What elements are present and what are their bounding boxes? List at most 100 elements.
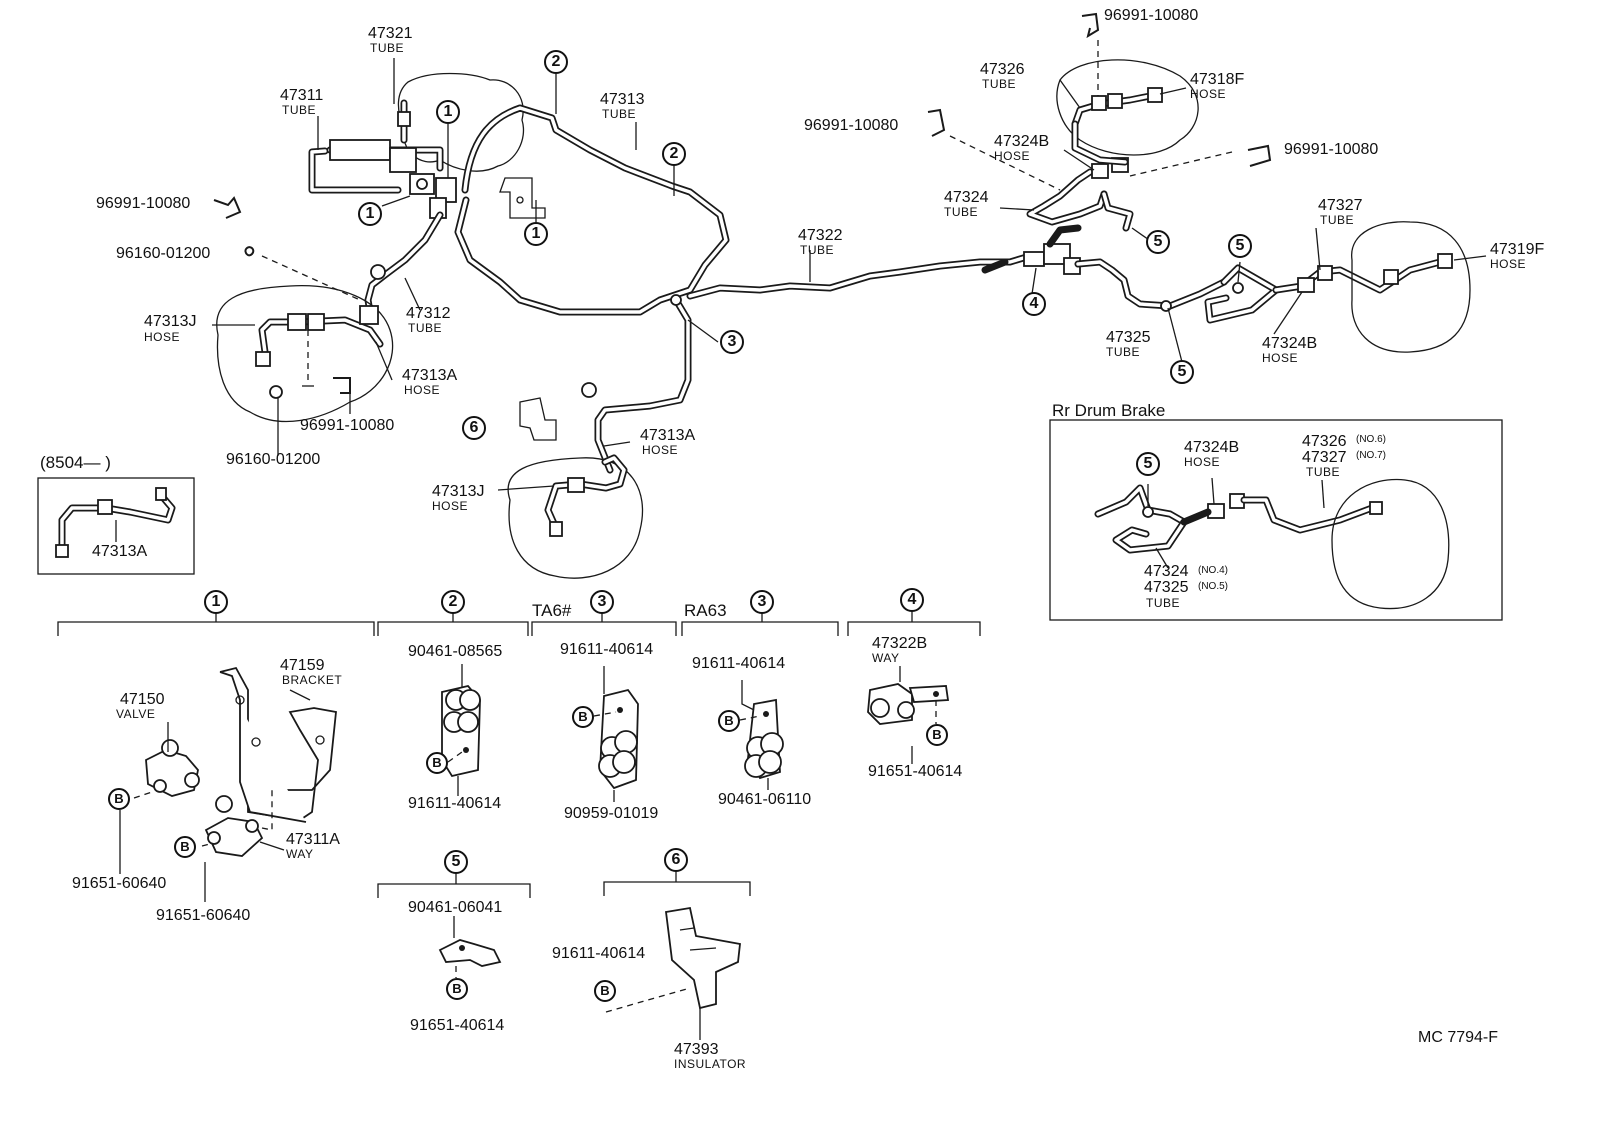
label-47322[interactable]: 47322: [798, 227, 843, 244]
front-left-assembly: [213, 72, 730, 423]
label-96160-a[interactable]: 96160-01200: [116, 245, 211, 262]
bolt-marker-g2[interactable]: B: [426, 752, 448, 774]
callout-4[interactable]: 4: [1022, 292, 1046, 316]
g1-label-91651-b[interactable]: 91651-60640: [156, 907, 251, 924]
label-47311-type: TUBE: [282, 103, 317, 117]
group-3a-parts: [593, 666, 639, 802]
g6-label-91611[interactable]: 91611-40614: [552, 945, 646, 962]
group-header-1[interactable]: 1: [204, 590, 228, 614]
group-2-parts: [441, 664, 481, 796]
rr-label-47326-no: (NO.6): [1356, 434, 1386, 445]
label-47313[interactable]: 47313: [600, 91, 645, 108]
leader-lines: [115, 58, 1487, 569]
g1-label-91651-a[interactable]: 91651-60640: [72, 875, 167, 892]
rr-label-47325[interactable]: 47325: [1144, 579, 1189, 596]
label-47321[interactable]: 47321: [368, 25, 413, 42]
rr-label-47324B[interactable]: 47324B: [1184, 439, 1240, 456]
label-47313J-a[interactable]: 47313J: [144, 313, 197, 330]
g1-label-47159-type: BRACKET: [282, 673, 343, 687]
bolt-marker-g1-a[interactable]: B: [108, 788, 130, 810]
bolt-marker-g3a[interactable]: B: [572, 706, 594, 728]
label-47326-type: TUBE: [982, 77, 1017, 91]
label-47313A-a[interactable]: 47313A: [402, 367, 458, 384]
g2-label-90461[interactable]: 90461-08565: [408, 643, 503, 660]
g4-label-47322B[interactable]: 47322B: [872, 635, 928, 652]
label-47325-type: TUBE: [1106, 345, 1141, 359]
callout-3[interactable]: 3: [720, 330, 744, 354]
label-47327[interactable]: 47327: [1318, 197, 1363, 214]
bolt-marker-g5[interactable]: B: [446, 978, 468, 1000]
callout-5-a[interactable]: 5: [1146, 230, 1170, 254]
label-96991-a[interactable]: 96991-10080: [96, 195, 191, 212]
label-47313A-inset[interactable]: 47313A: [92, 543, 148, 560]
label-47313A-b-type: HOSE: [642, 443, 679, 457]
label-47318F[interactable]: 47318F: [1190, 71, 1245, 88]
group-header-5[interactable]: 5: [444, 850, 468, 874]
bolt-marker-g1-b[interactable]: B: [174, 836, 196, 858]
callout-2-b[interactable]: 2: [662, 142, 686, 166]
label-96991-b[interactable]: 96991-10080: [300, 417, 395, 434]
label-47324[interactable]: 47324: [944, 189, 989, 206]
group-3b-parts: [739, 680, 784, 790]
g5-label-90461[interactable]: 90461-06041: [408, 899, 503, 916]
callout-1-b[interactable]: 1: [358, 202, 382, 226]
group-header-3-ta6[interactable]: 3: [590, 590, 614, 614]
label-47313J-b[interactable]: 47313J: [432, 483, 485, 500]
label-47322-type: TUBE: [800, 243, 835, 257]
g3b-label-90461[interactable]: 90461-06110: [718, 791, 812, 808]
rr-label-47326[interactable]: 47326: [1302, 433, 1347, 450]
rr-label-47327[interactable]: 47327: [1302, 449, 1347, 466]
g3a-label-90959[interactable]: 90959-01019: [564, 805, 659, 822]
rr-label-47324[interactable]: 47324: [1144, 563, 1189, 580]
group-5-parts: [438, 916, 502, 978]
label-47324B-b[interactable]: 47324B: [1262, 335, 1318, 352]
rr-label-tube-2: TUBE: [1146, 596, 1181, 610]
bolt-marker-g6[interactable]: B: [594, 980, 616, 1002]
label-47325[interactable]: 47325: [1106, 329, 1151, 346]
label-47313J-a-type: HOSE: [144, 330, 181, 344]
callout-2-a[interactable]: 2: [544, 50, 568, 74]
bolt-marker-g3b[interactable]: B: [718, 710, 740, 732]
group-header-2[interactable]: 2: [441, 590, 465, 614]
label-96991-d[interactable]: 96991-10080: [1284, 141, 1379, 158]
label-47313J-b-type: HOSE: [432, 499, 469, 513]
g1-label-47150[interactable]: 47150: [120, 691, 165, 708]
g2-label-91611[interactable]: 91611-40614: [408, 795, 502, 812]
label-96160-b[interactable]: 96160-01200: [226, 451, 321, 468]
callout-6[interactable]: 6: [462, 416, 486, 440]
g3b-label-91611[interactable]: 91611-40614: [692, 655, 786, 672]
label-96991-c[interactable]: 96991-10080: [804, 117, 899, 134]
label-47324B-a-type: HOSE: [994, 149, 1031, 163]
g6-label-47393[interactable]: 47393: [674, 1041, 719, 1058]
group-header-3-ra63[interactable]: 3: [750, 590, 774, 614]
callout-5-c[interactable]: 5: [1170, 360, 1194, 384]
label-96991-top[interactable]: 96991-10080: [1104, 7, 1199, 24]
label-47319F[interactable]: 47319F: [1490, 241, 1545, 258]
group-header-6[interactable]: 6: [664, 848, 688, 872]
rr-callout-5[interactable]: 5: [1136, 452, 1160, 476]
callout-1-a[interactable]: 1: [436, 100, 460, 124]
label-47313A-a-type: HOSE: [404, 383, 441, 397]
g1-label-47159[interactable]: 47159: [280, 657, 325, 674]
label-47311[interactable]: 47311: [280, 87, 324, 104]
label-47313A-b[interactable]: 47313A: [640, 427, 696, 444]
rear-right-assembly: [927, 12, 1471, 353]
g3a-label-91611[interactable]: 91611-40614: [560, 641, 654, 658]
label-47321-type: TUBE: [370, 41, 405, 55]
label-47319F-type: HOSE: [1490, 257, 1527, 271]
g1-label-47311A[interactable]: 47311A: [286, 831, 340, 848]
bolt-marker-g4[interactable]: B: [926, 724, 948, 746]
drawing-code: MC 7794-F: [1418, 1029, 1499, 1046]
g5-label-91651[interactable]: 91651-40614: [410, 1017, 505, 1034]
label-47326[interactable]: 47326: [980, 61, 1025, 78]
group-header-4[interactable]: 4: [900, 588, 924, 612]
callout-5-b[interactable]: 5: [1228, 234, 1252, 258]
g4-label-91651[interactable]: 91651-40614: [868, 763, 963, 780]
rr-label-47325-no: (NO.5): [1198, 581, 1228, 592]
label-47312[interactable]: 47312: [406, 305, 451, 322]
rr-label-47327-no: (NO.7): [1356, 450, 1386, 461]
callout-1-c[interactable]: 1: [524, 222, 548, 246]
label-47324B-a[interactable]: 47324B: [994, 133, 1050, 150]
